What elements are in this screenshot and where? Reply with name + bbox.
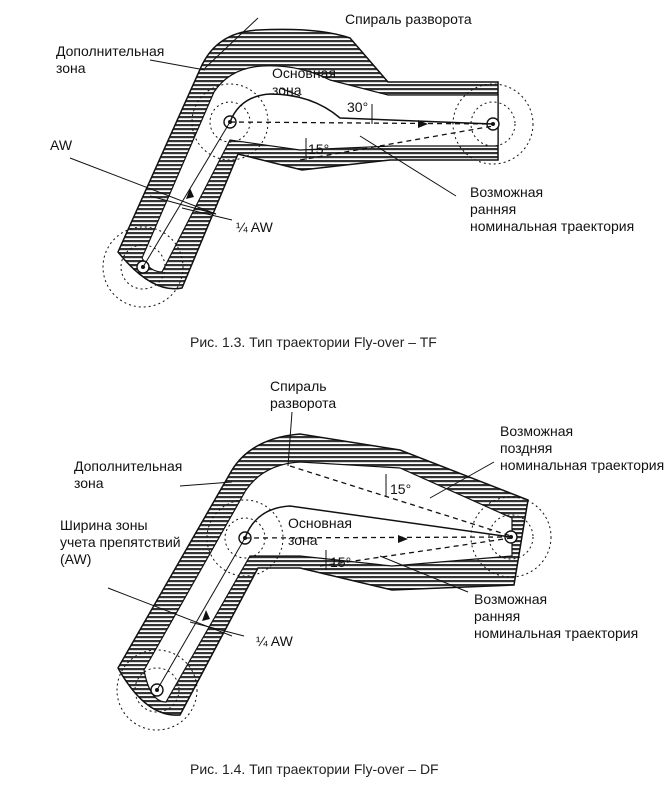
aw-pointer [69, 157, 217, 215]
direction-arrow [186, 188, 194, 199]
early-nominal-track [229, 121, 494, 125]
quarter-aw-pointer [181, 207, 233, 221]
figure-2-caption: Рис. 1.4. Тип траектории Fly-over – DF [190, 761, 439, 777]
waypoint-buffer-circle [102, 226, 184, 308]
angle-15-bottom-label: 15° [330, 554, 351, 570]
spiral-label: Спираль разворота [345, 11, 472, 27]
direction-arrow [418, 120, 428, 128]
waypoint-buffer-circle [470, 101, 516, 147]
splay-15-line [299, 125, 494, 161]
late-nominal-track [289, 465, 512, 537]
nominal-track-leg [142, 121, 231, 268]
fly-over-track [229, 93, 494, 125]
spiral-leader [287, 411, 293, 467]
secondary-zone-leader [179, 481, 233, 487]
waypoint-buffer-circle [120, 244, 166, 290]
waypoint-buffer-circle [134, 667, 180, 713]
primary-zone-leader [279, 87, 301, 97]
secondary-zone-leader [149, 59, 206, 71]
angle-30-label: 30° [347, 99, 368, 115]
waypoint-buffer-circle [452, 83, 534, 165]
spiral-leader [204, 17, 259, 69]
waypoint-buffer-circle [116, 649, 198, 731]
early-track-leader [359, 135, 457, 197]
quarter-aw-pointer [189, 621, 245, 637]
aw-pointer [149, 195, 217, 215]
nominal-track-leg [156, 537, 246, 691]
quarter-aw-label: ¼ AW [236, 219, 274, 235]
aw-label: AW [50, 137, 73, 153]
early-track-leader [379, 555, 469, 593]
angle-15-top-label: 15° [390, 481, 411, 497]
direction-arrow [202, 610, 210, 621]
fly-over-track [244, 505, 512, 539]
angle-15-label: 15° [308, 141, 329, 157]
late-track-leader [429, 461, 495, 499]
direction-arrow [398, 535, 408, 543]
waypoint-buffer-circle [488, 514, 534, 560]
figure-1-caption: Рис. 1.3. Тип траектории Fly-over – TF [190, 334, 437, 350]
quarter-aw-label: ¼ AW [256, 633, 294, 649]
